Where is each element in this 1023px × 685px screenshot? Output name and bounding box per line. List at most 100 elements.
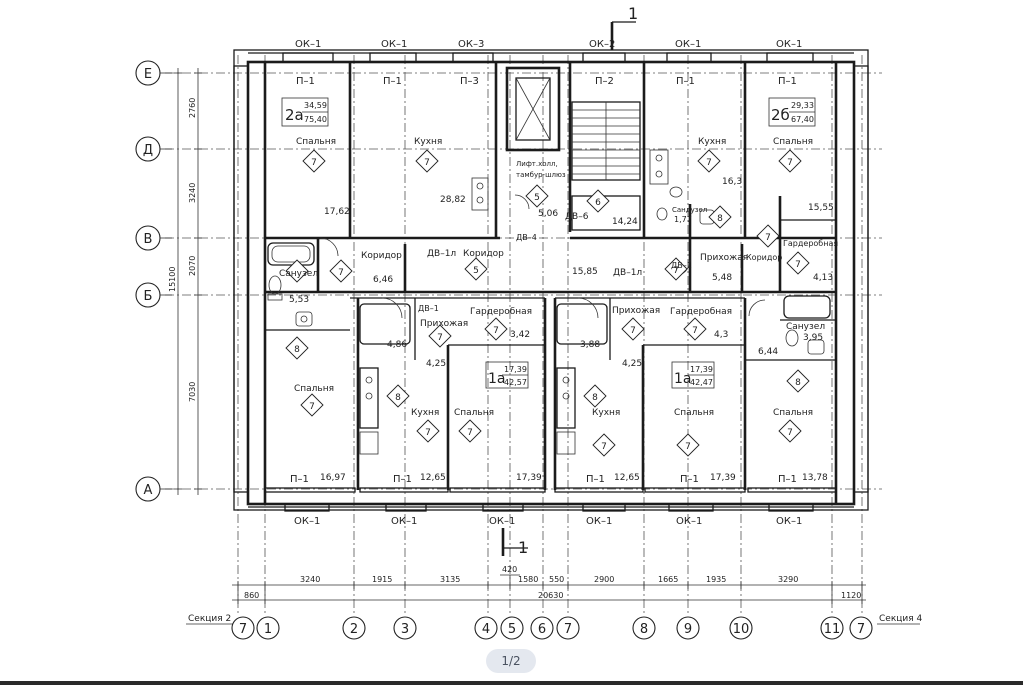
axis-col-label: 8 (640, 622, 648, 637)
window-label: ОК–1 (294, 516, 320, 527)
room-number: 8 (592, 393, 598, 403)
room-name: Сандузел (672, 206, 707, 214)
bathtub-icon (267, 242, 315, 266)
bathtub-icon-4 (783, 295, 831, 355)
bathtub-icon-2 (359, 303, 411, 455)
room-area: 6,46 (373, 275, 393, 285)
room-name: Спальня (296, 137, 336, 147)
room-name: Гардеробная (470, 307, 532, 317)
col-dimension: 3290 (778, 575, 798, 584)
panel-label: П–1 (586, 474, 605, 485)
room-area: 5,53 (289, 295, 309, 305)
door-label: ДВ–1л (613, 268, 642, 278)
axis-row-label: А (144, 483, 153, 498)
dimension-lines (174, 21, 920, 625)
room-area: 13,78 (802, 473, 828, 483)
col-dimension: 420 (502, 565, 517, 574)
room-area: 4,3 (714, 330, 728, 340)
section-mark-top: 1 (628, 4, 638, 23)
room-name: ДВ–1 (418, 304, 439, 313)
window-label: ОК–1 (776, 39, 802, 50)
panel-label: П–1 (290, 474, 309, 485)
room-name: Прихожая (612, 306, 660, 316)
section-left-label: Секция 2 (188, 614, 231, 624)
axis-row-label: Е (144, 67, 152, 82)
page-indicator[interactable]: 1/2 (486, 649, 536, 673)
axis-col-label: 3 (401, 622, 409, 637)
elevator-shaft (505, 66, 561, 152)
room-name: Санузел (786, 322, 825, 332)
apartment-living-area: 17,39 (504, 365, 527, 374)
room-area: 3,88 (580, 340, 600, 350)
room-number: 7 (601, 442, 607, 452)
row-total-dimension: 15100 (168, 267, 177, 292)
axis-col-label: 11 (824, 622, 841, 637)
walls (233, 49, 869, 512)
axis-row-bubbles (135, 60, 172, 502)
room-name: Коридор (746, 253, 782, 262)
stove-icon (471, 177, 489, 211)
col-dimension: 1935 (706, 575, 726, 584)
room-area: 15,55 (808, 203, 834, 213)
panel-label: П–3 (460, 76, 479, 87)
room-number: 8 (795, 378, 801, 388)
window-label: ОК–3 (458, 39, 484, 50)
axis-column-bubbles (231, 616, 873, 640)
room-area: 12,65 (420, 473, 446, 483)
axis-col-label: 7 (239, 622, 247, 637)
room-number: 7 (795, 260, 801, 270)
room-number: 5 (473, 266, 479, 276)
room-name: Спальня (674, 408, 714, 418)
row-dimension: 7030 (188, 382, 197, 402)
room-area: 4,86 (387, 340, 407, 350)
apartment-living-area: 17,39 (690, 365, 713, 374)
row-dimension: 2760 (188, 98, 197, 118)
window-label: ОК–1 (381, 39, 407, 50)
col-dimension: 860 (244, 591, 259, 600)
room-number: 7 (630, 326, 636, 336)
section-right-label: Секция 4 (879, 614, 923, 624)
panel-label: П–1 (778, 474, 797, 485)
room-number: 7 (424, 158, 430, 168)
col-total-dimension: 20630 (538, 591, 563, 600)
room-number: 7 (309, 402, 315, 412)
panel-label: П–1 (296, 76, 315, 87)
axis-row-label: Д (143, 143, 153, 158)
staircase (571, 101, 641, 231)
apartment-code: 1а (674, 371, 692, 387)
room-number: 7 (338, 268, 344, 278)
axis-row-label: В (144, 232, 153, 247)
room-area: 1,77 (674, 215, 692, 224)
room-area: 3,95 (803, 333, 823, 343)
room-name: Прихожая (700, 253, 748, 263)
axis-col-label: 7 (857, 622, 865, 637)
window-label: ОК–1 (675, 39, 701, 50)
room-name: Лифт.холл, (516, 160, 558, 168)
room-number: 6 (595, 198, 601, 208)
room-area: 12,65 (614, 473, 640, 483)
col-dimension: 550 (549, 575, 564, 584)
room-area: 4,25 (426, 359, 446, 369)
room-name: Кухня (411, 408, 439, 418)
axis-col-label: 7 (564, 622, 572, 637)
axis-col-label: 10 (733, 622, 750, 637)
room-name: Спальня (454, 408, 494, 418)
panel-label: П–1 (680, 474, 699, 485)
door-label: ДВ–6 (565, 212, 589, 222)
stove-icon-2 (649, 149, 669, 185)
apartment-code: 2а (285, 106, 304, 124)
toilet-icon-2 (656, 186, 683, 221)
apartment-living-area: 34,59 (304, 101, 327, 110)
col-dimension: 2900 (594, 575, 614, 584)
panel-label: П–1 (383, 76, 402, 87)
axis-col-label: 9 (684, 622, 692, 637)
room-area: 4,25 (622, 359, 642, 369)
panel-label: П–1 (676, 76, 695, 87)
apartment-total-area: 75,40 (304, 115, 327, 124)
window-label: ОК–1 (489, 516, 515, 527)
apartment-code: 2б (771, 106, 790, 124)
room-number: 7 (673, 266, 679, 276)
room-number: 7 (437, 333, 443, 343)
room-number: 7 (425, 428, 431, 438)
